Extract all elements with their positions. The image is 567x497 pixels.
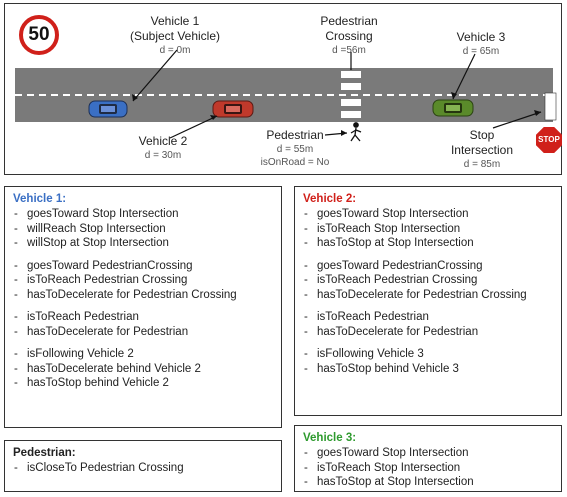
crossing-distance: d =56m (332, 45, 366, 56)
vehicle2-facts-list: goesToward Stop Intersection isToReach S… (303, 207, 553, 376)
vehicle3-name: Vehicle 3 (456, 30, 506, 44)
vehicle3-label: Vehicle 3 d = 65m (441, 30, 521, 58)
speed-limit-value: 50 (28, 24, 50, 45)
list-item: hasToDecelerate for Pedestrian (13, 325, 273, 340)
vehicle1-name: Vehicle 1 (150, 14, 200, 28)
vehicle1-label: Vehicle 1 (Subject Vehicle) d = 0m (115, 14, 235, 57)
pedestrian-name: Pedestrian (266, 128, 324, 142)
list-item: isToReach Pedestrian (303, 310, 553, 325)
list-item: isToReach Stop Intersection (303, 222, 553, 237)
stop-line2: Intersection (450, 143, 514, 157)
list-item: willStop at Stop Intersection (13, 236, 273, 251)
vehicle1-facts-list: goesToward Stop Intersection willReach S… (13, 207, 273, 391)
vehicle3-facts-list: goesToward Stop Intersection isToReach S… (303, 446, 553, 490)
vehicle1-distance: d = 0m (159, 45, 191, 56)
list-item: isFollowing Vehicle 3 (303, 347, 553, 362)
list-item: goesToward Stop Intersection (303, 207, 553, 222)
list-item: hasToDecelerate for Pedestrian Crossing (303, 288, 553, 303)
list-item: isToReach Pedestrian Crossing (13, 273, 273, 288)
vehicle3-facts-title: Vehicle 3: (303, 432, 357, 444)
vehicle1-role: (Subject Vehicle) (129, 29, 221, 43)
vehicle3-car (432, 99, 474, 117)
vehicle2-facts-title: Vehicle 2: (303, 193, 357, 205)
pedestrian-facts-title: Pedestrian: (13, 447, 76, 459)
list-item: hasToDecelerate for Pedestrian (303, 325, 553, 340)
pointer-lines (132, 49, 542, 139)
list-item: hasToStop behind Vehicle 2 (13, 376, 273, 391)
vehicle3-distance: d = 65m (462, 46, 500, 57)
list-item: isToReach Pedestrian Crossing (303, 273, 553, 288)
vehicle1-facts-box: Vehicle 1: goesToward Stop Intersection … (4, 186, 282, 428)
vehicle2-name: Vehicle 2 (138, 134, 188, 148)
list-item: hasToStop behind Vehicle 3 (303, 362, 553, 377)
list-item: isToReach Stop Intersection (303, 461, 553, 476)
list-item: isToReach Pedestrian (13, 310, 273, 325)
vehicle1-car (88, 100, 128, 118)
list-item: isFollowing Vehicle 2 (13, 347, 273, 362)
road-scene (15, 49, 557, 142)
vehicle2-distance: d = 30m (144, 150, 182, 161)
vehicle3-facts-box: Vehicle 3: goesToward Stop Intersection … (294, 425, 562, 492)
vehicle2-facts-box: Vehicle 2: goesToward Stop Intersection … (294, 186, 562, 416)
stop-label: Stop Intersection d = 85m (437, 128, 527, 171)
vehicle2-label: Vehicle 2 d = 30m (123, 134, 203, 162)
stop-sign: STOP (536, 127, 562, 153)
list-item: willReach Stop Intersection (13, 222, 273, 237)
list-item: goesToward PedestrianCrossing (13, 259, 273, 274)
stop-line (544, 92, 557, 121)
crossing-line1: Pedestrian (320, 14, 378, 28)
crossing-line2: Crossing (325, 29, 373, 43)
pedestrian-facts-list: isCloseTo Pedestrian Crossing (13, 461, 273, 476)
pedestrian-distance: d = 55m (276, 144, 314, 155)
list-item: hasToDecelerate behind Vehicle 2 (13, 362, 273, 377)
vehicle2-car (212, 100, 254, 118)
stop-distance: d = 85m (463, 159, 501, 170)
pedestrian-crossing (341, 71, 361, 118)
list-item: hasToStop at Stop Intersection (303, 236, 553, 251)
pedestrian-status: isOnRoad = No (260, 157, 330, 168)
pedestrian-label: Pedestrian d = 55m isOnRoad = No (253, 128, 337, 169)
list-item: hasToStop at Stop Intersection (303, 475, 553, 490)
pedestrian-figure (350, 122, 362, 142)
stop-sign-text: STOP (538, 135, 560, 144)
list-item: goesToward Stop Intersection (13, 207, 273, 222)
list-item: goesToward Stop Intersection (303, 446, 553, 461)
list-item: hasToDecelerate for Pedestrian Crossing (13, 288, 273, 303)
list-item: goesToward PedestrianCrossing (303, 259, 553, 274)
stop-line1: Stop (469, 128, 495, 142)
scene-panel: 50 STOP Vehicle 1 (Subject Vehicle) d = … (4, 3, 562, 175)
crossing-label: Pedestrian Crossing d =56m (299, 14, 399, 57)
list-item: isCloseTo Pedestrian Crossing (13, 461, 273, 476)
arrow-heads (132, 92, 541, 136)
vehicle1-facts-title: Vehicle 1: (13, 193, 67, 205)
pedestrian-facts-box: Pedestrian: isCloseTo Pedestrian Crossin… (4, 440, 282, 492)
speed-limit-sign: 50 (19, 15, 59, 55)
